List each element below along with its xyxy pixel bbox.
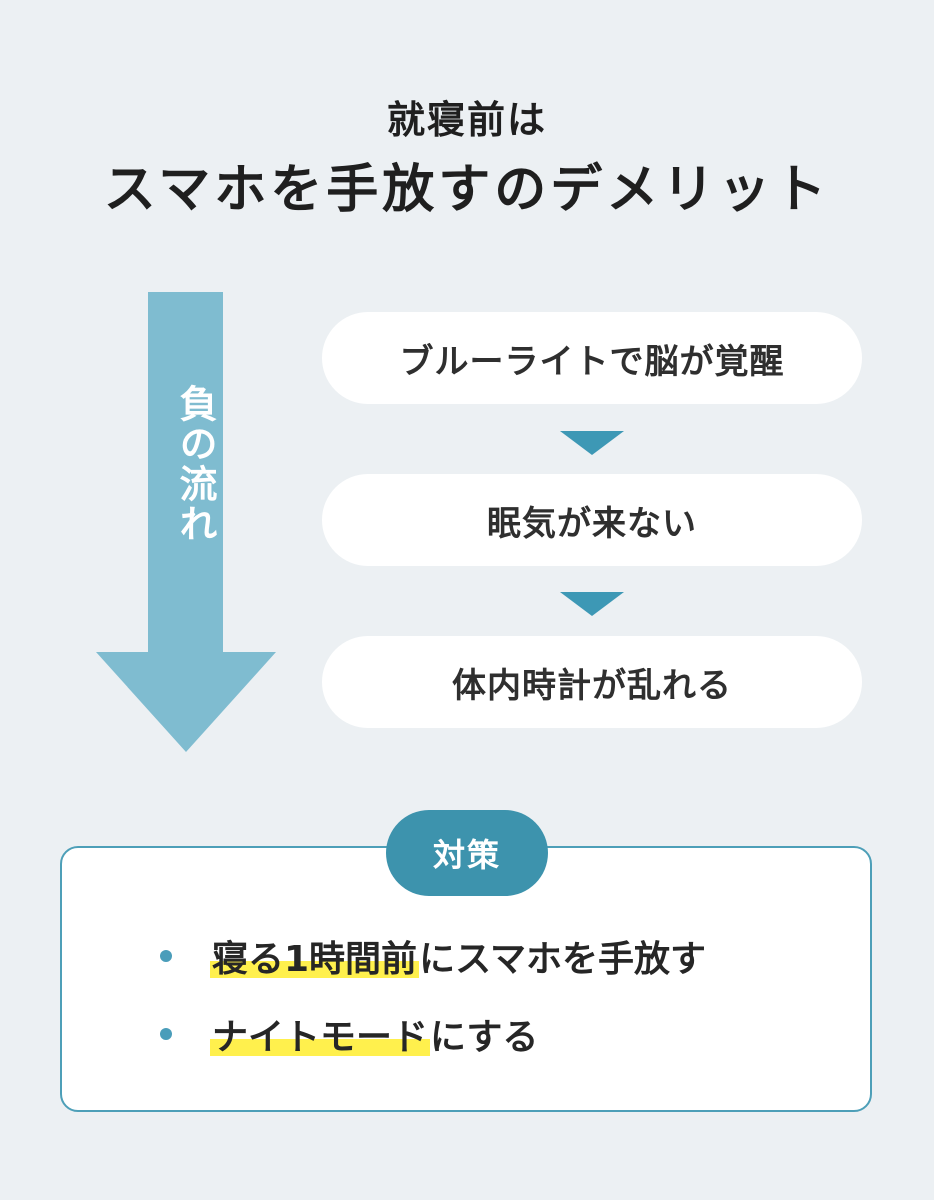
- down-arrow-icon: [96, 292, 276, 752]
- page-title: 就寝前は スマホを手放すのデメリット: [0, 92, 934, 230]
- countermeasure-badge: 対策: [386, 810, 548, 896]
- item-text: にする: [430, 1017, 539, 1058]
- flow-step-1: ブルーライトで脳が覚醒: [322, 312, 862, 404]
- item-text: にスマホを手放す: [419, 939, 706, 980]
- flow-label: 負の流れ: [173, 384, 217, 544]
- flow-arrow-shape: [96, 292, 276, 752]
- chevron-down-icon: [560, 431, 624, 455]
- countermeasure-item-1: 寝る1時間前 にスマホを手放す: [160, 926, 706, 986]
- title-line-2: スマホを手放すのデメリット: [103, 160, 831, 220]
- bullet-dot-icon: [160, 1028, 172, 1040]
- bullet-dot-icon: [160, 950, 172, 962]
- flow-step-3: 体内時計が乱れる: [322, 636, 862, 728]
- countermeasure-item-2: ナイトモード にする: [160, 1004, 538, 1064]
- flow-step-2: 眠気が来ない: [322, 474, 862, 566]
- chevron-down-icon: [560, 592, 624, 616]
- highlighted-text: ナイトモード: [210, 1008, 431, 1060]
- title-line-1: 就寝前は: [386, 98, 547, 142]
- highlighted-text: 寝る1時間前: [210, 930, 420, 982]
